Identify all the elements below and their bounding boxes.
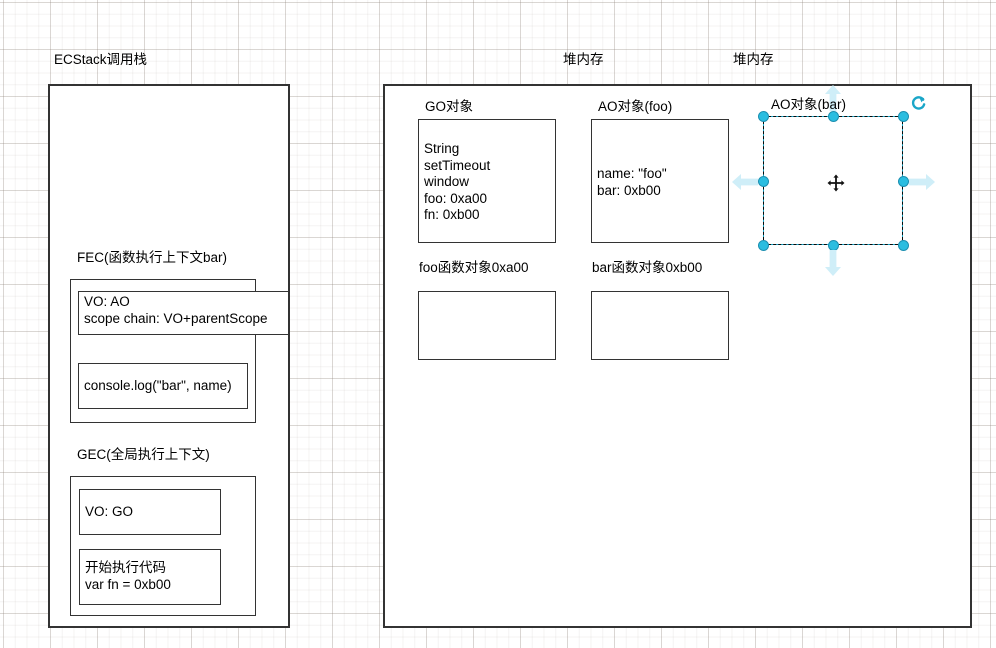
gec-title-label: GEC(全局执行上下文) <box>77 447 210 462</box>
resize-handle-top-center[interactable] <box>827 110 839 122</box>
go-object-text: String setTimeout window foo: 0xa00 fn: … <box>424 141 491 222</box>
fec-code-text: console.log("bar", name) <box>84 378 232 393</box>
gec-vo-box[interactable] <box>79 489 221 535</box>
gec-vo-text: VO: GO <box>85 504 134 519</box>
go-object-title-label: GO对象 <box>425 99 474 114</box>
foo-fn-object-box[interactable] <box>418 291 556 360</box>
ao-bar-title-label: AO对象(bar) <box>771 97 847 112</box>
fec-code-box[interactable] <box>78 363 248 409</box>
resize-handle-middle-right[interactable] <box>897 175 909 187</box>
resize-handle-top-left[interactable] <box>757 110 769 122</box>
go-object-box[interactable] <box>418 119 556 243</box>
bar-fn-object-title-label: bar函数对象0xb00 <box>592 260 703 275</box>
resize-handle-middle-left[interactable] <box>757 175 769 187</box>
ao-foo-text: name: "foo" bar: 0xb00 <box>597 166 667 198</box>
bar-fn-object-box[interactable] <box>591 291 729 360</box>
resize-handle-bottom-right[interactable] <box>897 239 909 251</box>
foo-fn-object-title-label: foo函数对象0xa00 <box>419 260 529 275</box>
resize-handle-bottom-center[interactable] <box>827 239 839 251</box>
heap-title-left-label: 堆内存 <box>563 52 604 67</box>
fec-vo-text: VO: AO scope chain: VO+parentScope <box>84 294 268 326</box>
ao-foo-title-label: AO对象(foo) <box>598 99 673 114</box>
ecstack-title-label: ECStack调用栈 <box>54 52 148 67</box>
heap-title-right-label: 堆内存 <box>733 52 774 67</box>
fec-vo-box[interactable] <box>78 291 289 335</box>
ao-foo-box[interactable] <box>591 119 729 243</box>
gec-code-box[interactable] <box>79 549 221 605</box>
resize-handle-bottom-left[interactable] <box>757 239 769 251</box>
fec-title-label: FEC(函数执行上下文bar) <box>77 250 228 265</box>
ao-bar-selection-outline <box>763 116 903 245</box>
gec-code-text: 开始执行代码 var fn = 0xb00 <box>85 560 171 592</box>
resize-handle-top-right[interactable] <box>897 110 909 122</box>
